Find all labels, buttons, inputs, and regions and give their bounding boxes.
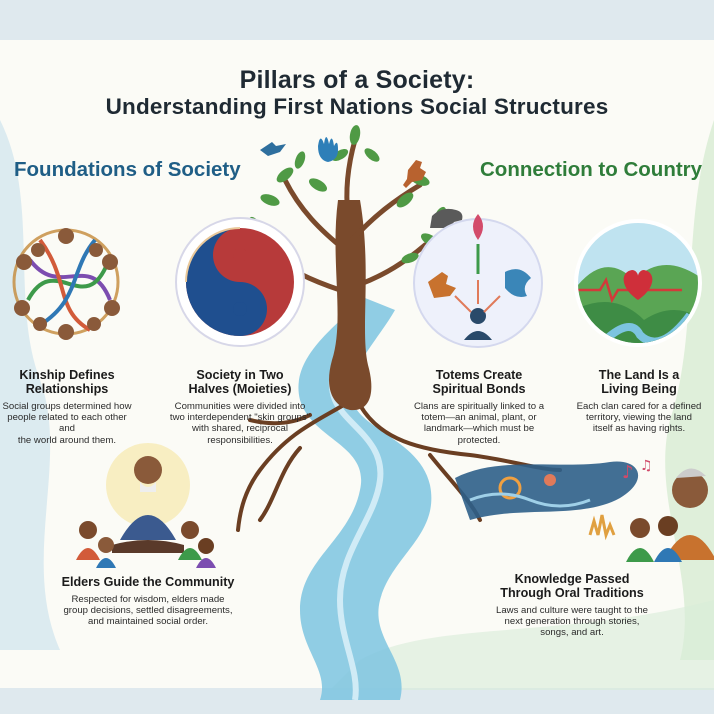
- kinship-network-icon: [12, 228, 120, 340]
- card-oral-body-2: next generation through stories,: [504, 616, 640, 628]
- section-heading-foundations: Foundations of Society: [14, 158, 241, 181]
- left-wash-decoration: [0, 120, 60, 650]
- card-oral-body-1: Laws and culture were taught to the: [496, 605, 648, 616]
- card-oral-traditions: Knowledge Passed Through Oral Traditions…: [470, 572, 674, 639]
- card-oral-title-1: Knowledge Passed: [514, 572, 630, 586]
- card-land-title-1: The Land Is a: [598, 368, 680, 382]
- elder-circle-scene: [76, 443, 216, 568]
- page-title: Pillars of a Society:: [239, 66, 475, 94]
- totems-circle-icon: [413, 214, 543, 348]
- card-totems-body-1: Clans are spiritually linked to a: [413, 401, 545, 412]
- card-moieties: Society in Two Halves (Moieties) Communi…: [160, 368, 320, 446]
- page-subtitle: Understanding First Nations Social Struc…: [105, 94, 609, 119]
- bird-silhouette: [260, 142, 286, 156]
- card-elders-title: Elders Guide the Community: [61, 575, 235, 589]
- card-moieties-title-1: Society in Two: [196, 368, 284, 382]
- card-totems-body-3: landmark—which must be: [423, 423, 535, 435]
- oral-traditions-scene: ♪ ♫: [455, 458, 714, 562]
- card-kinship: Kinship Defines Relationships Social gro…: [0, 368, 134, 446]
- card-moieties-title-2: Halves (Moieties): [188, 382, 292, 396]
- card-oral-title-2: Through Oral Traditions: [500, 586, 644, 600]
- card-elders: Elders Guide the Community Respected for…: [30, 575, 266, 628]
- card-totems-title-1: Totems Create: [435, 368, 523, 382]
- card-land-body-1: Each clan cared for a defined: [576, 401, 702, 412]
- section-heading-country: Connection to Country: [480, 158, 703, 181]
- card-elders-body-1: Respected for wisdom, elders made: [71, 594, 225, 605]
- card-kinship-body-3: the world around them.: [17, 434, 117, 446]
- card-elders-body-2: group decisions, settled disagreements,: [63, 605, 233, 617]
- bear-silhouette: [430, 208, 463, 228]
- card-moieties-body-1: Communities were divided into: [174, 401, 306, 412]
- moiety-circle-icon: [175, 217, 305, 347]
- hand-symbol: [318, 137, 338, 162]
- card-totems-body-4: protected.: [457, 434, 501, 446]
- card-kinship-body-1: Social groups determined how: [2, 401, 132, 412]
- music-note-icon-2: ♫: [640, 458, 653, 474]
- card-oral-body-3: songs, and art.: [540, 627, 604, 639]
- children-group: [76, 521, 216, 568]
- music-note-icon: ♪: [622, 462, 634, 483]
- bottom-wash-decoration: [330, 600, 714, 690]
- card-elders-body-3: and maintained social order.: [88, 616, 208, 628]
- card-moieties-body-2: two interdependent "skin groups": [169, 412, 311, 424]
- card-totems-body-2: totem—an animal, plant, or: [421, 412, 537, 424]
- card-land-title-2: Living Being: [601, 382, 677, 396]
- card-land-body-3: itself as having rights.: [592, 423, 686, 435]
- card-land: The Land Is a Living Being Each clan car…: [566, 368, 712, 435]
- card-kinship-body-2: people related to each other and: [7, 412, 127, 435]
- card-totems: Totems Create Spiritual Bonds Clans are …: [400, 368, 558, 446]
- land-circle-icon: [574, 219, 702, 347]
- tree-trunk: [329, 200, 372, 411]
- card-moieties-body-3: with shared, reciprocal: [192, 423, 288, 435]
- card-totems-title-2: Spiritual Bonds: [432, 382, 526, 396]
- card-kinship-title-2: Relationships: [25, 382, 109, 396]
- card-moieties-body-4: responsibilities.: [207, 434, 273, 446]
- canopy-animals: [260, 137, 463, 228]
- card-land-body-2: territory, viewing the land: [586, 412, 692, 424]
- card-kinship-title-1: Kinship Defines: [19, 368, 115, 382]
- kangaroo-silhouette: [403, 160, 426, 188]
